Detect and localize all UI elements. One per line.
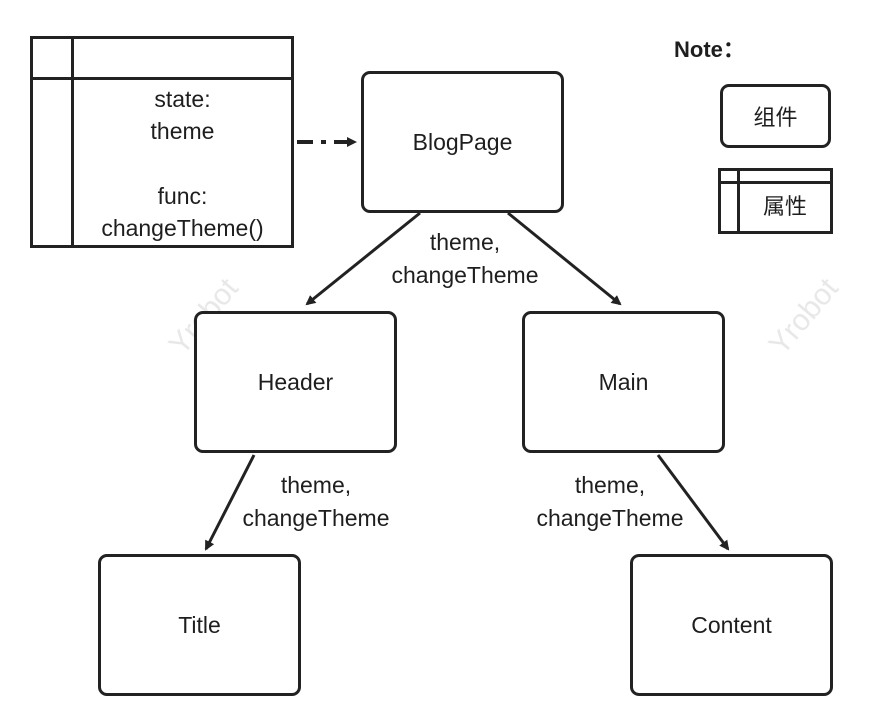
arrow-header-to-title bbox=[204, 454, 256, 551]
legend-attribute-label: 属性 bbox=[762, 194, 807, 219]
node-header-label: Header bbox=[257, 368, 334, 395]
edge-label-blogpage-children: theme, changeTheme bbox=[375, 226, 555, 292]
legend-attribute-side-divider bbox=[737, 171, 740, 231]
node-title-label: Title bbox=[178, 611, 221, 638]
func-value: changeTheme() bbox=[101, 215, 264, 241]
node-main-label: Main bbox=[598, 368, 649, 395]
node-blogpage-label: BlogPage bbox=[412, 128, 513, 155]
node-main: Main bbox=[522, 311, 725, 453]
edge-label-main-content: theme, changeTheme bbox=[520, 469, 700, 535]
legend-attribute-box: 属性 bbox=[718, 168, 833, 234]
edge-label-line-2: changeTheme bbox=[536, 505, 684, 531]
arrow-blogpage-to-main bbox=[507, 211, 622, 306]
edge-label-line-1: theme, bbox=[280, 472, 352, 498]
edge-label-line-1: theme, bbox=[574, 472, 646, 498]
edge-label-line-1: theme, bbox=[429, 229, 501, 255]
arrow-main-to-content bbox=[656, 454, 730, 551]
node-header: Header bbox=[194, 311, 397, 453]
node-content: Content bbox=[630, 554, 833, 696]
legend-title: Note： bbox=[674, 37, 745, 62]
edge-label-line-2: changeTheme bbox=[391, 262, 539, 288]
func-label: func: bbox=[157, 183, 208, 209]
blogpage-attribute-box: state: theme func: changeTheme() bbox=[30, 36, 294, 248]
legend-component-label: 组件 bbox=[753, 105, 798, 130]
legend-attribute-header-divider bbox=[721, 181, 830, 184]
state-label: state: bbox=[154, 86, 211, 112]
arrow-blogpage-to-header bbox=[305, 211, 421, 306]
edge-label-line-2: changeTheme bbox=[242, 505, 390, 531]
attribute-header-divider bbox=[33, 77, 291, 80]
attribute-side-divider bbox=[71, 39, 74, 245]
legend-component-box: 组件 bbox=[720, 84, 831, 148]
node-blogpage: BlogPage bbox=[361, 71, 564, 213]
node-title: Title bbox=[98, 554, 301, 696]
node-content-label: Content bbox=[691, 611, 772, 638]
attribute-content: state: theme func: changeTheme() bbox=[74, 83, 291, 244]
state-value: theme bbox=[150, 118, 215, 144]
edge-label-header-title: theme, changeTheme bbox=[226, 469, 406, 535]
